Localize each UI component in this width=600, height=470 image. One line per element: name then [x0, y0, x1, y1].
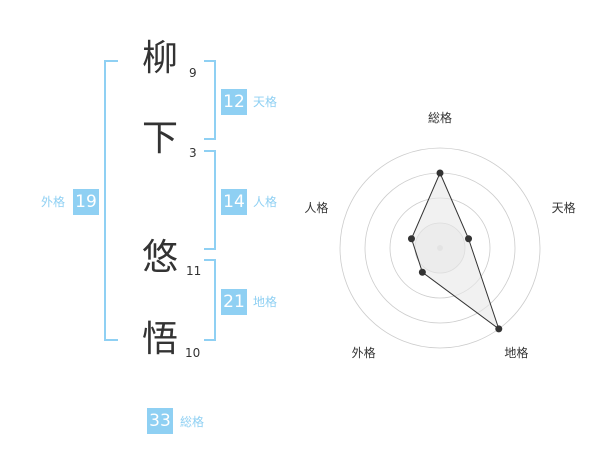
stroke-count-3: 11 [186, 264, 202, 278]
radar-axis-label-1: 総格 [428, 110, 452, 125]
jinkaku-label: 人格 [253, 195, 278, 209]
name-character-4: 悟 [141, 319, 178, 360]
tenkaku-bracket [204, 60, 216, 140]
name-character-2: 下 [141, 118, 178, 159]
name-character-1: 柳 [141, 38, 178, 79]
radar-axis-label-2: 天格 [552, 200, 576, 215]
jinkaku-bracket [204, 150, 216, 250]
chikaku-bracket [204, 259, 216, 341]
radar-axis-label-4: 外格 [352, 345, 376, 360]
gaikaku-value-badge: 19 [73, 189, 99, 215]
jinkaku-value-badge: 14 [221, 189, 247, 215]
radar-axis-label-5: 人格 [304, 200, 328, 215]
radar-points [407, 169, 503, 333]
tenkaku-label: 天格 [253, 95, 278, 109]
radar-point-3 [495, 325, 503, 333]
stroke-count-2: 3 [189, 146, 197, 160]
soukaku-value-badge: 33 [147, 408, 173, 434]
radar-series-polygon [410, 171, 500, 331]
radar-point-2 [465, 235, 473, 243]
radar-ring-4 [339, 147, 541, 349]
radar-area [410, 171, 500, 331]
chikaku-value-badge: 21 [221, 289, 247, 315]
gaikaku-bracket [104, 60, 118, 341]
name-character-3: 悠 [141, 237, 178, 278]
chikaku-label: 地格 [253, 295, 278, 309]
radar-axis-label-3: 地格 [504, 345, 528, 360]
radar-point-4 [418, 268, 426, 276]
stroke-count-1: 9 [189, 66, 197, 80]
radar-point-1 [436, 169, 444, 177]
gaikaku-label: 外格 [41, 195, 66, 209]
soukaku-label: 総格 [180, 415, 205, 429]
radar-point-5 [407, 235, 415, 243]
tenkaku-value-badge: 12 [221, 89, 247, 115]
stroke-count-4: 10 [185, 346, 201, 360]
